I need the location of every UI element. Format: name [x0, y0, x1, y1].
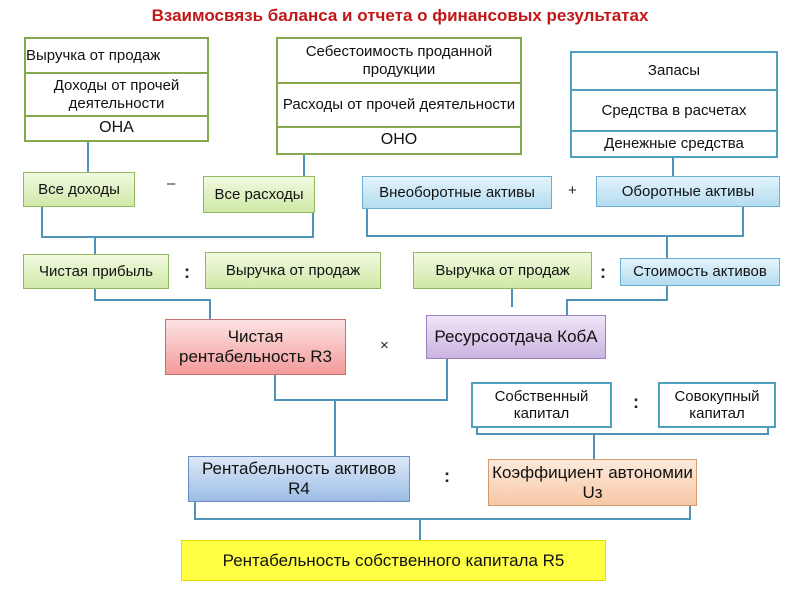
revenue-left-box: Выручка от продаж: [205, 252, 381, 289]
all-expenses-box: Все расходы: [203, 176, 315, 213]
connector-net-profit-to-r3: [94, 289, 211, 319]
divide-operator-capital: :: [633, 392, 639, 412]
net-profit-box: Чистая прибыль: [23, 254, 169, 289]
current-assets-text: Оборотные активы: [621, 182, 755, 200]
revenue-right-text: Выручка от продаж: [435, 261, 570, 279]
asset-inventory-box: Запасы: [570, 51, 778, 91]
expense-other-box: Расходы от прочей деятельности: [276, 82, 522, 128]
net-profitability-r3-text: Чистая рентабельность R3: [179, 327, 332, 366]
all-income-box: Все доходы: [23, 172, 135, 207]
expense-ono-text: ОНО: [380, 131, 418, 149]
revenue-right-box: Выручка от продаж: [413, 252, 592, 289]
revenue-left-text: Выручка от продаж: [225, 261, 361, 279]
equity-text: Собственный капитал: [494, 387, 589, 422]
divide-operator-left: :: [184, 262, 190, 282]
net-profitability-r3-box: Чистая рентабельность R3: [165, 319, 346, 375]
asset-cash-text: Денежные средства: [604, 135, 744, 153]
return-on-equity-r5-text: Рентабельность собственного капитала R5: [222, 550, 565, 570]
resource-return-box: Ресурсоотдача КобА: [426, 315, 606, 359]
autonomy-ratio-box: Коэффициент автономии Uз: [488, 459, 697, 506]
multiply-operator: ×: [380, 337, 389, 354]
current-assets-box: Оборотные активы: [596, 176, 780, 207]
total-assets-value-box: Стоимость активов: [620, 258, 780, 286]
connector-assets-to-resource-return: [566, 286, 668, 315]
net-profit-text: Чистая прибыль: [39, 262, 153, 280]
minus-operator: –: [167, 175, 176, 192]
expense-other-text: Расходы от прочей деятельности: [282, 96, 516, 114]
income-ona-text: ОНА: [99, 119, 134, 137]
asset-cash-box: Денежные средства: [570, 130, 778, 158]
all-income-text: Все доходы: [38, 180, 120, 198]
noncurrent-assets-box: Внеоборотные активы: [362, 176, 552, 209]
resource-return-text: Ресурсоотдача КобА: [434, 327, 598, 347]
income-other-box: Доходы от прочей деятельности: [24, 72, 209, 117]
return-on-assets-r4-box: Рентабельность активов R4: [188, 456, 410, 502]
total-capital-text: Совокупный капитал: [674, 387, 760, 422]
income-ona-box: ОНА: [24, 115, 209, 142]
income-revenue-text: Выручка от продаж: [26, 46, 161, 64]
return-on-equity-r5-box: Рентабельность собственного капитала R5: [181, 540, 606, 581]
divide-operator-right: :: [600, 262, 606, 282]
asset-receivables-box: Средства в расчетах: [570, 89, 778, 132]
expense-cost-text: Себестоимость проданной продукции: [305, 43, 493, 78]
expense-cost-box: Себестоимость проданной продукции: [276, 37, 522, 84]
asset-inventory-text: Запасы: [647, 62, 701, 80]
autonomy-ratio-text: Коэффициент автономии Uз: [492, 462, 693, 502]
noncurrent-assets-text: Внеоборотные активы: [379, 183, 535, 201]
connector-assets-bracket: [366, 207, 744, 237]
diagram-title: Взаимосвязь баланса и отчета о финансовы…: [151, 6, 649, 25]
expense-ono-box: ОНО: [276, 126, 522, 155]
total-capital-box: Совокупный капитал: [658, 382, 776, 428]
total-assets-value-text: Стоимость активов: [633, 263, 767, 281]
return-on-assets-r4-text: Рентабельность активов R4: [201, 459, 397, 498]
income-revenue-box: Выручка от продаж: [24, 37, 209, 74]
asset-receivables-text: Средства в расчетах: [601, 101, 747, 119]
income-other-text: Доходы от прочей деятельности: [53, 77, 180, 112]
plus-operator: +: [568, 182, 577, 199]
equity-box: Собственный капитал: [471, 382, 612, 428]
divide-operator-bottom: :: [444, 466, 450, 486]
all-expenses-text: Все расходы: [214, 185, 304, 203]
